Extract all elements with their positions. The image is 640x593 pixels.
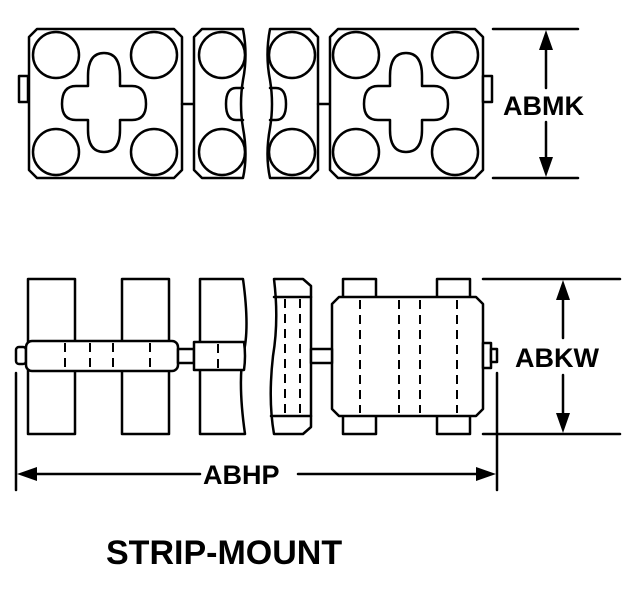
rail-shaft	[14, 339, 334, 373]
dimension-abmk	[491, 27, 580, 180]
dimension-abkw	[481, 277, 622, 436]
module-4-top	[328, 27, 485, 180]
module-2-top-broken	[192, 27, 247, 180]
right-module-side	[330, 277, 499, 436]
top-view: ABMK	[17, 27, 584, 180]
dimension-abhp	[14, 371, 499, 492]
module-3-top-broken	[266, 27, 320, 180]
end-tab-right	[481, 74, 494, 104]
end-tab-left	[17, 74, 30, 104]
broken-module-side	[269, 277, 313, 436]
caption-strip-mount: STRIP-MOUNT	[106, 534, 342, 572]
side-view: ABKW ABHP	[14, 277, 622, 492]
label-abhp: ABHP	[203, 460, 280, 490]
label-abmk: ABMK	[503, 91, 584, 121]
module-1-top	[27, 27, 184, 180]
label-abkw: ABKW	[515, 343, 599, 373]
